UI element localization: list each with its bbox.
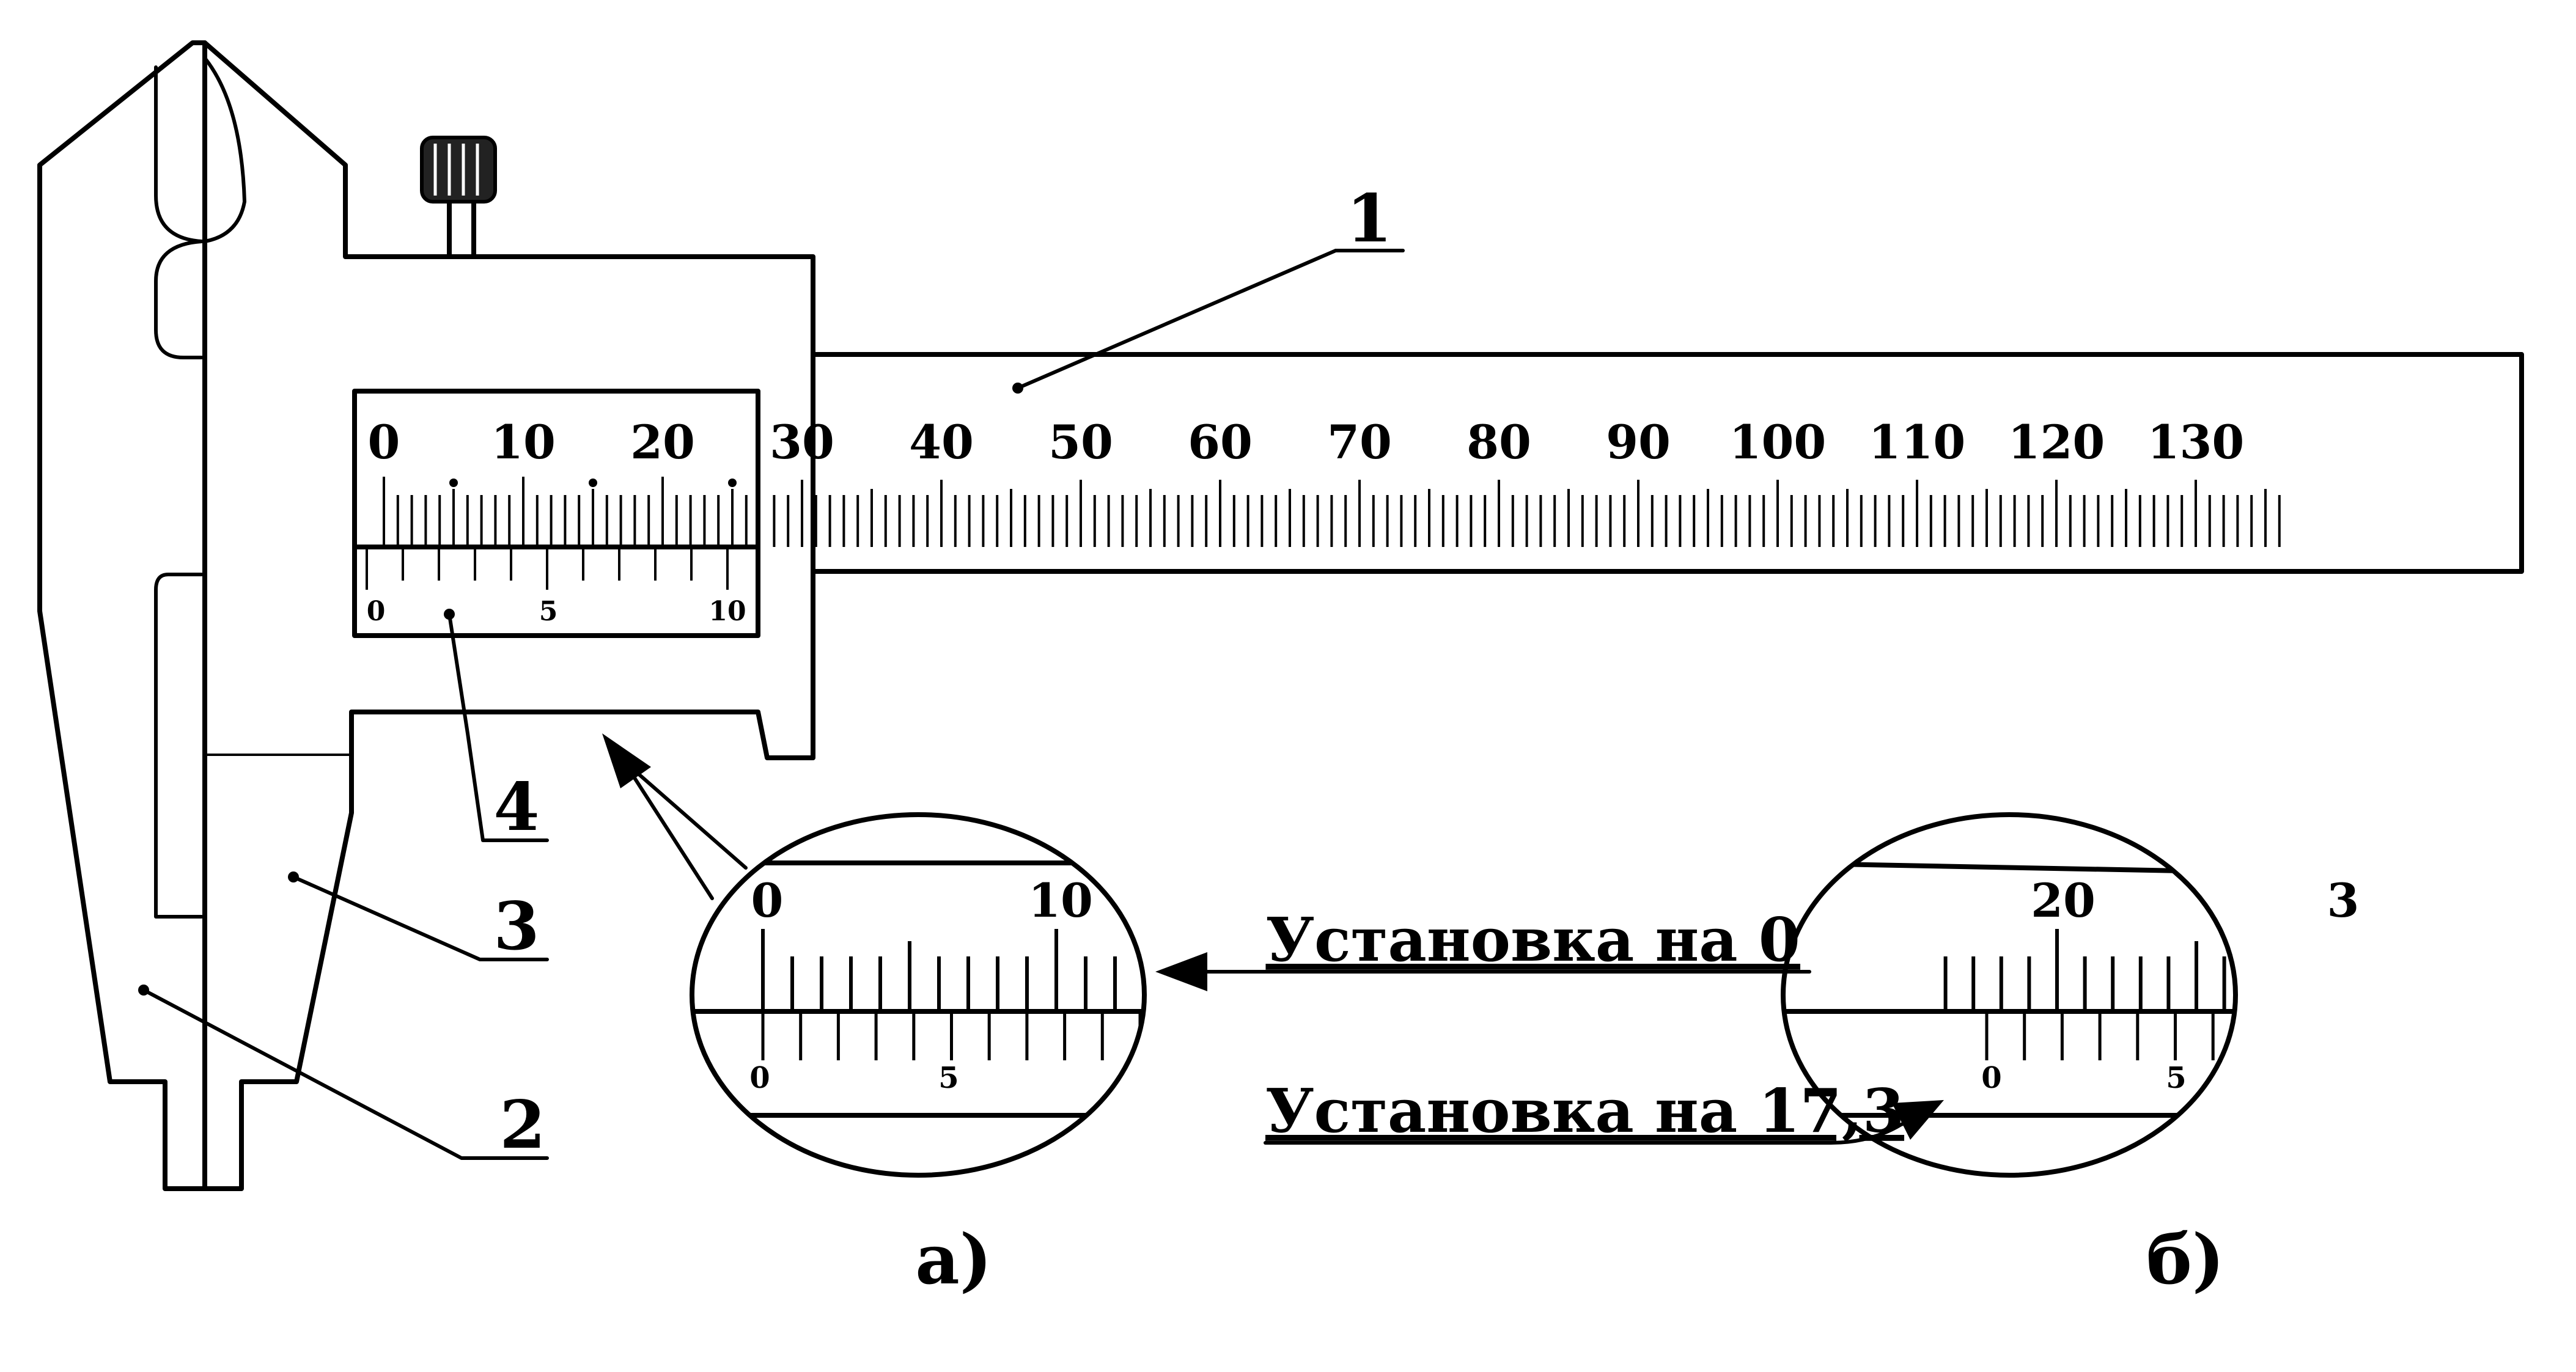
fixed-jaw-outline xyxy=(37,40,207,1191)
main-scale-label: 0 xyxy=(368,415,400,469)
main-scale-label: 40 xyxy=(909,415,974,469)
movable-jaw-outline xyxy=(202,40,815,1191)
vernier-window-main-dot xyxy=(589,479,597,487)
main-scale-label: 120 xyxy=(2008,415,2105,469)
detail-a-main-label-0: 0 xyxy=(751,873,784,928)
caption-a: Установка на 0 xyxy=(1155,905,1811,991)
callout-2-label: 2 xyxy=(499,1087,545,1164)
movable-jaw-inner xyxy=(203,56,246,243)
detail-b-vernier-ticks xyxy=(1985,1011,2215,1060)
callout-4: 4 xyxy=(444,609,549,846)
figure-label-a: а) xyxy=(915,1220,992,1300)
fixed-jaw-inner-slot xyxy=(154,65,204,243)
main-scale-label: 80 xyxy=(1466,415,1531,469)
main-scale-label: 10 xyxy=(491,415,556,469)
main-scale-ticks xyxy=(773,480,2281,547)
detail-a-circle xyxy=(690,812,1147,1178)
detail-b-main-ticks xyxy=(1943,929,2226,1011)
main-bar-outline xyxy=(811,352,2524,574)
main-scale-label: 20 xyxy=(630,415,695,469)
detail-b-vernier-label-5: 5 xyxy=(2166,1061,2186,1095)
main-scale-label: 30 xyxy=(770,415,834,469)
detail-a-vernier-label-5: 5 xyxy=(938,1061,959,1095)
detail-a-main-label-10: 10 xyxy=(1028,873,1093,928)
caption-a-text: Установка на 0 xyxy=(1265,905,1800,975)
main-scale-label: 60 xyxy=(1188,415,1253,469)
detail-b-circle xyxy=(1781,812,2238,1178)
main-scale-label: 50 xyxy=(1048,415,1113,469)
fixed-jaw-side-notch xyxy=(154,240,204,359)
detail-a-vernier-ticks xyxy=(761,1011,1142,1060)
vernier-window xyxy=(352,389,760,638)
fixed-jaw-lower-slot xyxy=(154,573,204,919)
caption-b-text: Установка на 17,3 xyxy=(1265,1076,1904,1146)
vernier-scale-label: 10 xyxy=(708,596,746,627)
main-scale-label: 90 xyxy=(1606,415,1671,469)
detail-b-vernier-label-0: 0 xyxy=(1981,1061,2001,1095)
detail-a-vernier-label-0: 0 xyxy=(749,1061,770,1095)
callout-1: 1 xyxy=(1012,180,1405,394)
figure-label-b: б) xyxy=(2146,1220,2225,1300)
main-scale-labels: 30 40 50 60 70 80 90 100 110 120 130 0 10 20 xyxy=(368,415,2245,469)
vernier-window-main-dot xyxy=(449,479,458,487)
main-scale-label: 110 xyxy=(1869,415,1966,469)
caption-b: Установка на 17,3 xyxy=(1264,1076,1944,1146)
detail-a-main-ticks xyxy=(761,929,1117,1011)
callout-2: 2 xyxy=(138,985,549,1164)
detail-a: 0 10 0 5 xyxy=(690,812,1147,1178)
detail-b-main-label-20: 20 xyxy=(2031,873,2096,928)
vernier-scale-label: 5 xyxy=(539,596,558,627)
callout-4-label: 4 xyxy=(493,769,539,846)
main-scale-label: 70 xyxy=(1327,415,1392,469)
detail-a-pointer xyxy=(602,733,748,900)
callout-1-label: 1 xyxy=(1346,180,1392,257)
vernier-scale-label: 0 xyxy=(367,596,386,627)
vernier-window-main-dot xyxy=(728,479,737,487)
vernier-window-main-ticks xyxy=(383,477,748,547)
callout-3-label: 3 xyxy=(493,888,539,965)
detail-b-main-label-30: 3 xyxy=(2327,873,2360,928)
main-scale-label: 130 xyxy=(2147,415,2245,469)
main-scale-label: 100 xyxy=(1729,415,1827,469)
callout-3: 3 xyxy=(288,871,549,965)
locking-screw xyxy=(420,136,497,259)
vernier-scale-labels: 0 5 10 xyxy=(367,596,746,627)
detail-b: 20 3 0 5 xyxy=(1781,812,2360,1178)
vernier-scale-ticks xyxy=(366,547,729,590)
